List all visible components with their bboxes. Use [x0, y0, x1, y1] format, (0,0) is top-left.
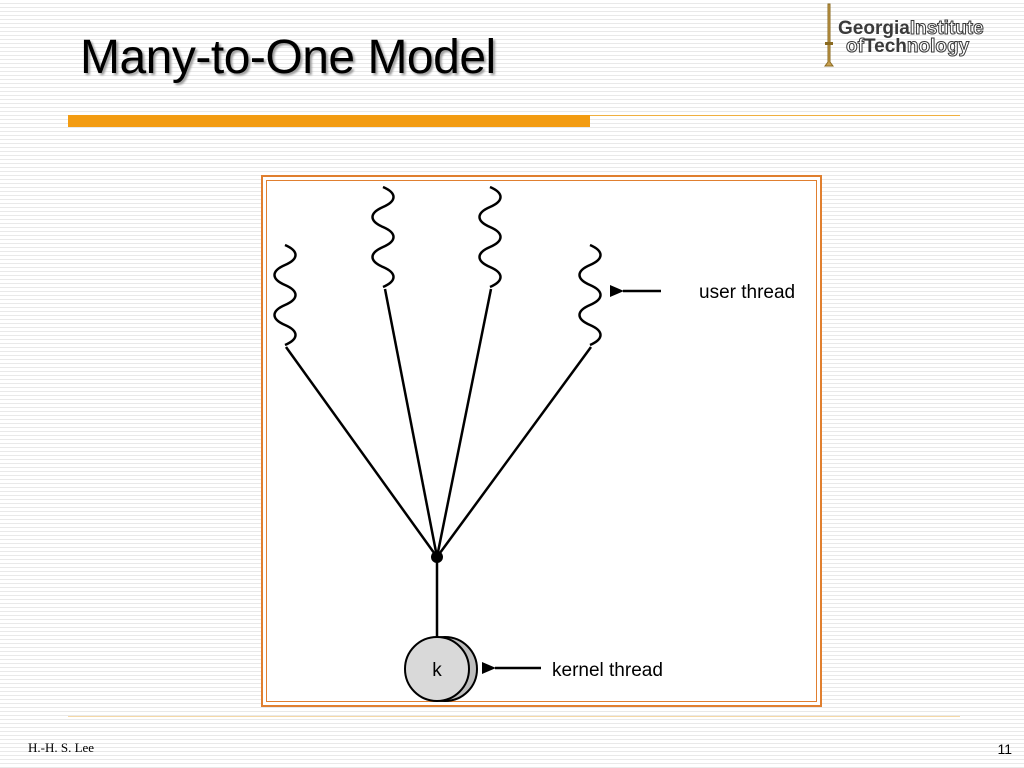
user-thread-squiggle-1 [273, 243, 297, 347]
mapping-line-1 [284, 346, 439, 558]
user-thread-squiggle-3 [478, 185, 502, 289]
footer-author: H.-H. S. Lee [28, 740, 95, 755]
page-number: 11 [997, 741, 1012, 757]
bottom-rule [68, 716, 960, 717]
kernel-thread-circle [404, 636, 470, 702]
title-rule-thin [590, 115, 960, 116]
slide-title: Many-to-One Model [80, 31, 496, 84]
diagram-frame: k user thread kernel thread [261, 175, 822, 707]
many-to-one-diagram: k user thread kernel thread [273, 185, 795, 702]
mapping-line-2 [383, 288, 439, 558]
user-thread-label: user thread [699, 282, 795, 303]
user-thread-squiggle-2 [371, 185, 395, 289]
kernel-symbol: k [432, 660, 442, 681]
georgia-tech-logo: GeorgiaInstitute ofTechnology [820, 2, 1020, 70]
mapping-line-3 [435, 288, 493, 558]
logo-line1: GeorgiaInstitute [838, 18, 984, 40]
kernel-thread-label: kernel thread [552, 660, 663, 681]
mapping-line-4 [435, 346, 593, 558]
logo-line2: ofTechnology [846, 36, 970, 58]
title-rule [68, 115, 590, 127]
user-thread-squiggle-4 [578, 243, 602, 347]
logo-mark [824, 3, 834, 67]
diagram-frame-inner [266, 180, 817, 702]
